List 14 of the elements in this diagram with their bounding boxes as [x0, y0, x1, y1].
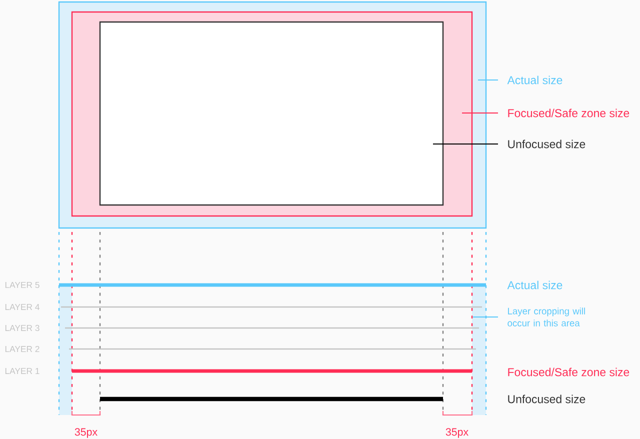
dimension-label: 35px	[74, 428, 98, 438]
dimension-label: 35px	[446, 428, 468, 438]
callout-text: Unfocused size	[508, 140, 586, 148]
leader-line	[433, 143, 498, 145]
leader-line	[473, 316, 498, 318]
leader-line	[462, 112, 498, 114]
callout-text: Layer cropping will occur in this area	[508, 308, 585, 326]
leader-line	[478, 79, 498, 81]
line-label: Focused/Safe zone size	[508, 368, 630, 376]
line-label: Unfocused size	[508, 394, 586, 404]
callout-text: Focused/Safe zone size	[508, 108, 630, 118]
line-label: Actual size	[507, 280, 562, 290]
unfocused-box	[99, 21, 444, 206]
callout-text: Actual size	[507, 76, 562, 84]
